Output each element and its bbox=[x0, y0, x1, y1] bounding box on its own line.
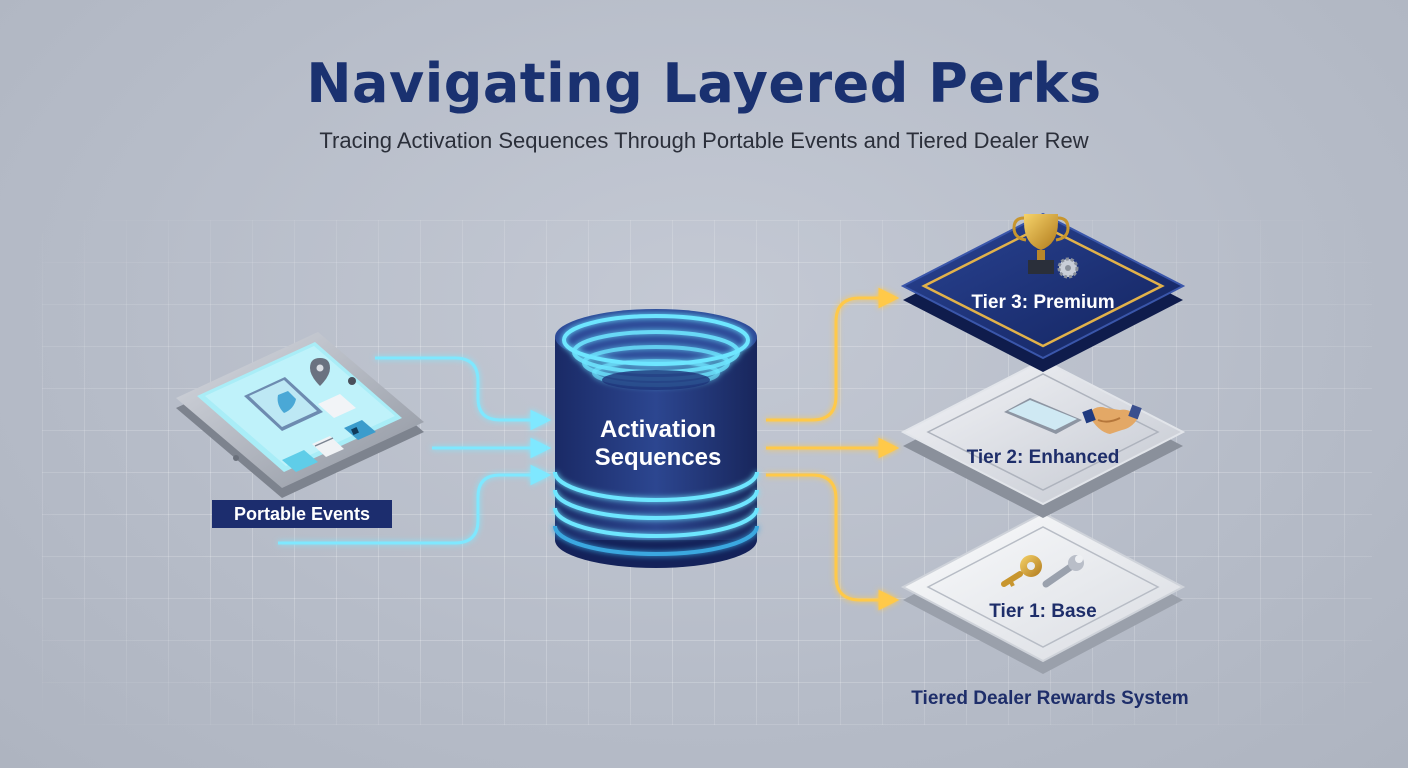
rewards-system-label: Tiered Dealer Rewards System bbox=[911, 688, 1189, 709]
activation-sequences-label: Activation Sequences bbox=[560, 416, 756, 472]
flow-line-to-tier3 bbox=[766, 287, 900, 422]
portable-events-label: Portable Events bbox=[212, 500, 392, 528]
cylinder-icon bbox=[553, 309, 759, 568]
gold-flow-lines bbox=[766, 287, 900, 611]
page-title: Navigating Layered Perks bbox=[306, 52, 1102, 115]
page-subtitle: Tracing Activation Sequences Through Por… bbox=[319, 128, 1089, 153]
tier3-tile bbox=[900, 212, 1186, 372]
flow-line-lower bbox=[278, 464, 552, 545]
activation-label-line1: Activation bbox=[599, 416, 716, 443]
tier3-label: Tier 3: Premium bbox=[971, 292, 1115, 313]
trophy-icon bbox=[1012, 214, 1079, 279]
wrench-icon bbox=[1042, 555, 1084, 588]
activation-label-line2: Sequences bbox=[594, 444, 722, 471]
tier1-tile bbox=[900, 511, 1186, 674]
cyan-flow-lines bbox=[278, 356, 552, 545]
flow-line-upper bbox=[375, 356, 552, 431]
tier1-label: Tier 1: Base bbox=[989, 601, 1097, 622]
handshake-icon bbox=[1004, 398, 1142, 434]
tier2-label: Tier 2: Enhanced bbox=[966, 447, 1120, 468]
flow-line-to-tier1 bbox=[766, 473, 900, 611]
tablet-icon bbox=[176, 332, 424, 498]
key-icon bbox=[1001, 555, 1042, 587]
